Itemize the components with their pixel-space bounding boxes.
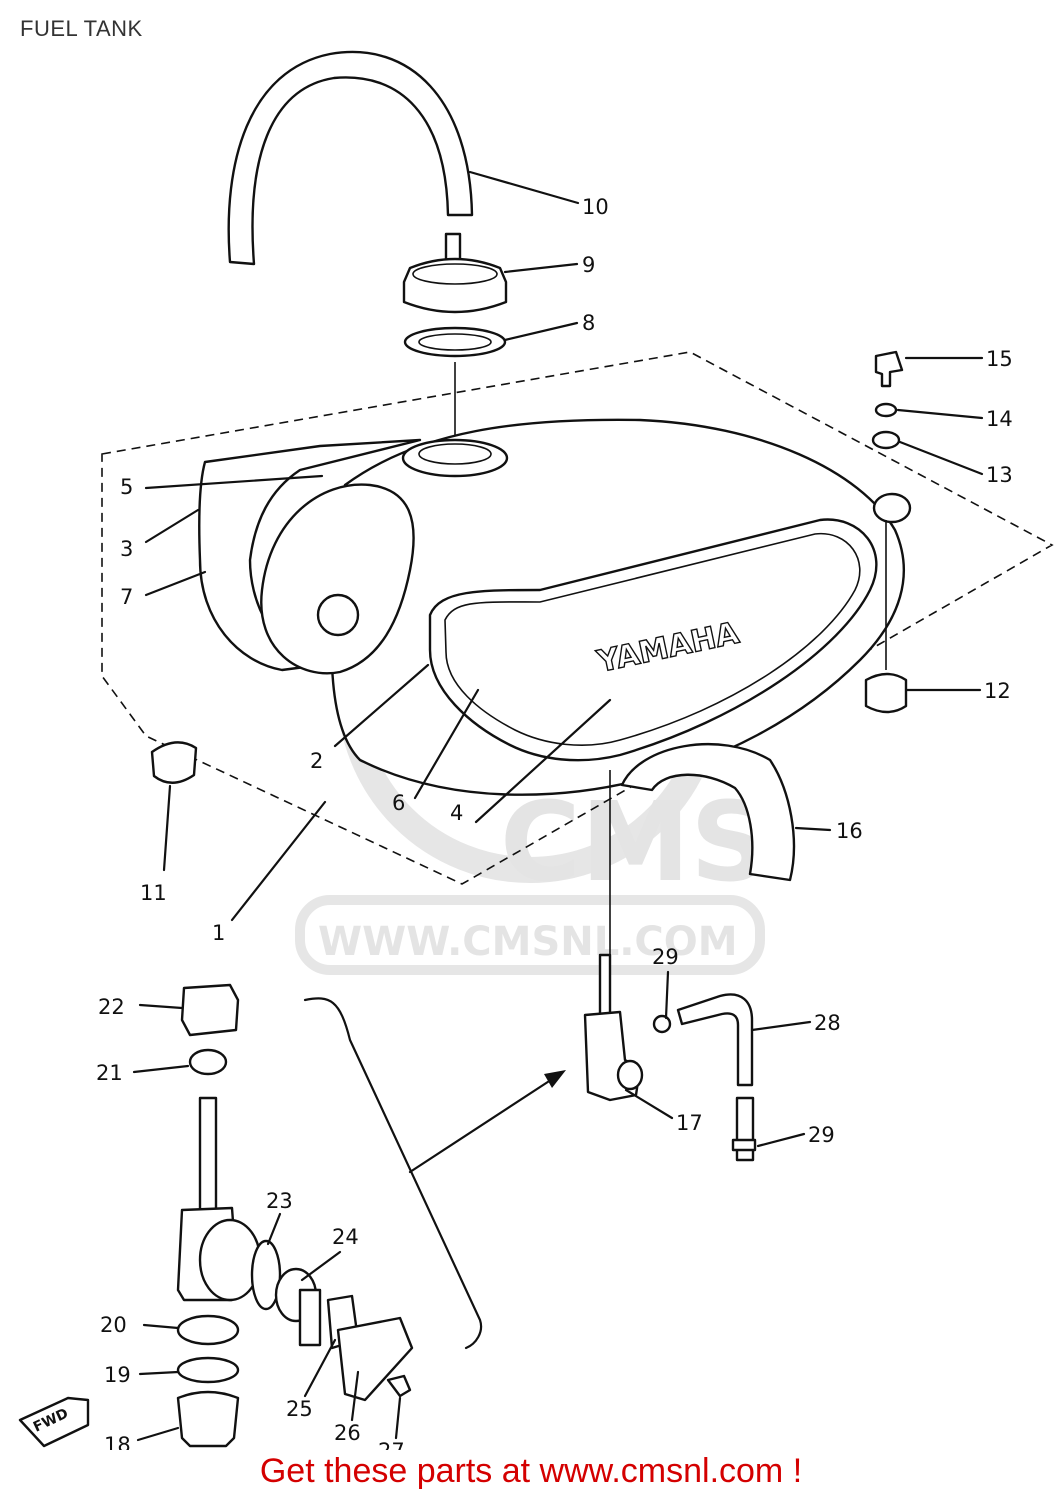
callout-14: 14 — [986, 407, 1013, 431]
detail-arrow — [408, 1072, 562, 1174]
callout-16: 16 — [836, 819, 863, 843]
rubber-damper — [316, 593, 360, 637]
cock-nut — [180, 983, 240, 1037]
sediment-cup — [176, 1390, 240, 1448]
breather-hose — [227, 50, 474, 266]
leader-lines — [132, 170, 984, 1442]
callout-15: 15 — [986, 347, 1013, 371]
cap-gasket — [403, 326, 507, 358]
fuel-hose — [676, 993, 754, 1087]
fuel-cock-small — [583, 953, 644, 1102]
watermark-logo-text: CMS — [500, 778, 769, 906]
tank-emblem-frame — [428, 518, 878, 762]
filter-screen — [176, 1314, 240, 1346]
callout-19: 19 — [104, 1363, 131, 1387]
fuel-cock-body — [176, 1096, 262, 1302]
detail-bracket — [303, 997, 483, 1350]
callout-1: 1 — [212, 921, 225, 945]
callout-29-lower: 29 — [808, 1123, 835, 1147]
filler-neck — [401, 438, 509, 478]
callout-23: 23 — [266, 1189, 293, 1213]
callout-28: 28 — [814, 1011, 841, 1035]
callout-17: 17 — [676, 1111, 703, 1135]
callout-labels: 1 2 3 4 5 6 7 8 9 10 11 12 13 14 15 16 1… — [96, 195, 1013, 1450]
cock-gasket — [250, 1239, 282, 1311]
callout-26: 26 — [334, 1421, 361, 1445]
callout-10: 10 — [582, 195, 609, 219]
grommet — [150, 741, 198, 784]
watermark-url-text: WWW.CMSNL.COM — [318, 919, 738, 965]
cock-screw — [386, 1374, 412, 1398]
callout-11: 11 — [140, 881, 167, 905]
callout-3: 3 — [120, 537, 133, 561]
callout-4: 4 — [450, 801, 463, 825]
cock-washer — [188, 1048, 228, 1076]
callout-21: 21 — [96, 1061, 123, 1085]
callout-8: 8 — [582, 311, 595, 335]
callout-13: 13 — [986, 463, 1013, 487]
fuel-cap — [402, 232, 508, 314]
footer-link-text[interactable]: Get these parts at www.cmsnl.com ! — [259, 1452, 803, 1490]
callout-9: 9 — [582, 253, 595, 277]
callout-20: 20 — [100, 1313, 127, 1337]
washer-large — [871, 430, 901, 450]
callout-18: 18 — [104, 1433, 131, 1450]
callout-22: 22 — [98, 995, 125, 1019]
callout-5: 5 — [120, 475, 133, 499]
callout-6: 6 — [392, 791, 405, 815]
washer-small — [874, 402, 898, 418]
bolt — [874, 350, 904, 388]
fwd-arrow: FWD — [18, 1396, 90, 1448]
hose-clip-lower — [731, 1138, 757, 1152]
fuel-tank-diagram: CMS WWW.CMSNL.COM YAMAHA — [18, 50, 1054, 1450]
callout-27: 27 — [378, 1439, 405, 1450]
callout-24: 24 — [332, 1225, 359, 1249]
tank-band — [620, 742, 796, 882]
tank-damper-rear — [864, 672, 908, 714]
side-cover-left — [260, 483, 415, 675]
cock-lever — [298, 1288, 322, 1347]
callout-12: 12 — [984, 679, 1011, 703]
tank-damper-front — [872, 492, 912, 524]
callout-2: 2 — [310, 749, 323, 773]
page-title: FUEL TANK — [20, 16, 143, 41]
hose-clip-upper — [652, 1014, 672, 1034]
assembly-frame — [101, 351, 1054, 885]
arrow-head — [544, 1070, 566, 1088]
cup-o-ring — [176, 1356, 240, 1384]
callout-29-upper: 29 — [652, 945, 679, 969]
callout-25: 25 — [286, 1397, 313, 1421]
callout-7: 7 — [120, 585, 133, 609]
